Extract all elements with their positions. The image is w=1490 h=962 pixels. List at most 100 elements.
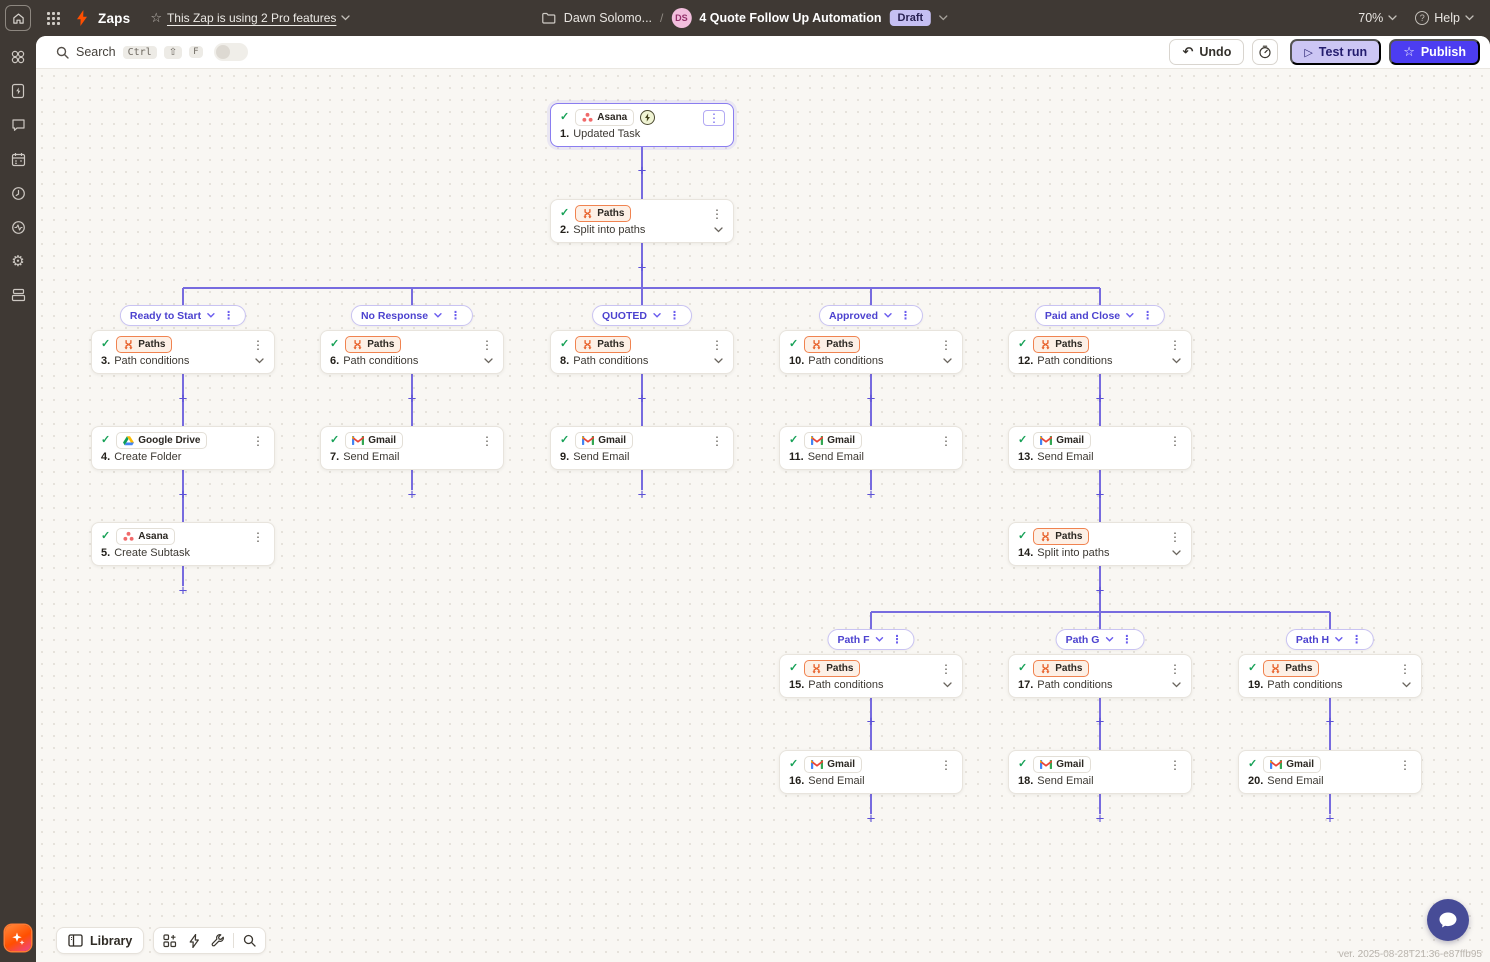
publish-button[interactable]: ☆ Publish (1389, 39, 1480, 65)
add-step-plus-button[interactable]: + (1095, 486, 1105, 504)
add-step-plus-button[interactable]: + (637, 162, 647, 180)
undo-button[interactable]: ↶ Undo (1169, 39, 1245, 65)
search-control[interactable]: Search Ctrl ⇧ F (56, 43, 248, 61)
path-menu-button[interactable]: ⋮ (223, 309, 235, 322)
path-label-no-response[interactable]: No Response⋮ (350, 305, 474, 326)
chevron-down-icon[interactable] (1126, 313, 1134, 318)
flow-node-1[interactable]: ✓Asana⋮1.Updated Task (550, 103, 734, 147)
chevron-down-icon[interactable] (884, 313, 892, 318)
history-icon[interactable] (9, 184, 27, 202)
node-menu-button[interactable]: ⋮ (1169, 433, 1181, 448)
node-expand-button[interactable] (943, 681, 954, 688)
canvas-icon[interactable] (9, 48, 27, 66)
chevron-down-icon[interactable] (207, 313, 215, 318)
pro-features-menu[interactable]: ☆ This Zap is using 2 Pro features (150, 11, 351, 26)
flow-node-16[interactable]: ✓Gmail⋮16.Send Email (779, 750, 963, 794)
home-button[interactable] (5, 5, 31, 31)
node-menu-button[interactable]: ⋮ (252, 337, 264, 352)
status-icon[interactable] (9, 218, 27, 236)
support-chat-button[interactable] (1427, 899, 1469, 941)
flow-node-20[interactable]: ✓Gmail⋮20.Send Email (1238, 750, 1422, 794)
add-step-plus-button[interactable]: + (637, 259, 647, 277)
zap-template-icon[interactable] (9, 82, 27, 100)
add-step-plus-button[interactable]: + (178, 486, 188, 504)
flow-node-4[interactable]: ✓Google Drive⋮4.Create Folder (91, 426, 275, 470)
chevron-down-icon[interactable] (1335, 637, 1343, 642)
trigger-bolt-icon[interactable] (182, 929, 206, 952)
ai-copilot-button[interactable] (5, 925, 31, 951)
flow-node-15[interactable]: ✓Paths⋮15.Path conditions (779, 654, 963, 698)
flow-node-12[interactable]: ✓Paths⋮12.Path conditions (1008, 330, 1192, 374)
node-expand-button[interactable] (714, 357, 725, 364)
node-menu-button[interactable]: ⋮ (252, 529, 264, 544)
node-expand-button[interactable] (255, 357, 266, 364)
add-step-plus-button[interactable]: + (866, 713, 876, 731)
add-step-plus-button[interactable]: + (637, 390, 647, 408)
path-menu-button[interactable]: ⋮ (450, 309, 462, 322)
node-menu-button[interactable]: ⋮ (703, 109, 725, 126)
add-step-plus-button[interactable]: + (1095, 713, 1105, 731)
add-step-plus-button[interactable]: + (866, 390, 876, 408)
path-label-path-g[interactable]: Path G⋮ (1055, 629, 1145, 650)
add-step-plus-button[interactable]: + (407, 390, 417, 408)
path-label-path-f[interactable]: Path F⋮ (827, 629, 915, 650)
zoom-level-control[interactable]: 70% (1358, 11, 1397, 25)
node-menu-button[interactable]: ⋮ (1399, 757, 1411, 772)
path-label-paid-and-close[interactable]: Paid and Close⋮ (1034, 305, 1166, 326)
flow-node-3[interactable]: ✓Paths⋮3.Path conditions (91, 330, 275, 374)
search-canvas-icon[interactable] (237, 929, 261, 952)
flow-node-17[interactable]: ✓Paths⋮17.Path conditions (1008, 654, 1192, 698)
node-menu-button[interactable]: ⋮ (1169, 529, 1181, 544)
toggle-switch[interactable] (213, 43, 248, 61)
add-step-plus-button[interactable]: + (1095, 810, 1105, 828)
flow-node-9[interactable]: ✓Gmail⋮9.Send Email (550, 426, 734, 470)
chevron-down-icon[interactable] (653, 313, 661, 318)
flow-node-14[interactable]: ✓Paths⋮14.Split into paths (1008, 522, 1192, 566)
node-menu-button[interactable]: ⋮ (940, 757, 952, 772)
node-menu-button[interactable]: ⋮ (711, 206, 723, 221)
add-step-plus-button[interactable]: + (1325, 810, 1335, 828)
chevron-down-icon[interactable] (875, 637, 884, 642)
add-step-plus-button[interactable]: + (1095, 390, 1105, 408)
node-menu-button[interactable]: ⋮ (940, 337, 952, 352)
flow-node-5[interactable]: ✓Asana⋮5.Create Subtask (91, 522, 275, 566)
path-label-ready-to-start[interactable]: Ready to Start⋮ (119, 305, 247, 326)
path-label-quoted[interactable]: QUOTED⋮ (592, 305, 692, 326)
add-step-plus-button[interactable]: + (866, 810, 876, 828)
flow-node-7[interactable]: ✓Gmail⋮7.Send Email (320, 426, 504, 470)
node-expand-button[interactable] (1172, 549, 1183, 556)
add-step-plus-button[interactable]: + (637, 486, 647, 504)
test-run-button[interactable]: ▷ Test run (1290, 39, 1382, 65)
calendar-icon[interactable] (9, 150, 27, 168)
node-expand-button[interactable] (1172, 357, 1183, 364)
node-menu-button[interactable]: ⋮ (940, 661, 952, 676)
node-expand-button[interactable] (1172, 681, 1183, 688)
path-menu-button[interactable]: ⋮ (891, 633, 903, 646)
add-step-plus-button[interactable]: + (1095, 582, 1105, 600)
node-expand-button[interactable] (943, 357, 954, 364)
node-expand-button[interactable] (484, 357, 495, 364)
node-menu-button[interactable]: ⋮ (711, 433, 723, 448)
node-menu-button[interactable]: ⋮ (711, 337, 723, 352)
flow-node-2[interactable]: ✓Paths⋮2.Split into paths (550, 199, 734, 243)
node-expand-button[interactable] (1402, 681, 1413, 688)
node-menu-button[interactable]: ⋮ (481, 337, 493, 352)
add-step-plus-button[interactable]: + (178, 582, 188, 600)
run-history-button[interactable] (1252, 39, 1279, 65)
add-step-plus-button[interactable]: + (1325, 713, 1335, 731)
chat-icon[interactable] (9, 116, 27, 134)
add-step-plus-button[interactable]: + (178, 390, 188, 408)
flow-node-18[interactable]: ✓Gmail⋮18.Send Email (1008, 750, 1192, 794)
node-menu-button[interactable]: ⋮ (1169, 757, 1181, 772)
gear-icon[interactable]: ⚙ (11, 251, 25, 270)
help-menu[interactable]: ? Help (1415, 11, 1474, 25)
add-step-plus-button[interactable]: + (407, 486, 417, 504)
node-menu-button[interactable]: ⋮ (1169, 337, 1181, 352)
folder-breadcrumb[interactable]: Dawn Solomo... (563, 11, 653, 25)
path-menu-button[interactable]: ⋮ (1142, 309, 1154, 322)
node-menu-button[interactable]: ⋮ (940, 433, 952, 448)
app-launcher-icon[interactable] (47, 11, 60, 25)
add-step-icon[interactable] (158, 929, 182, 952)
node-menu-button[interactable]: ⋮ (1169, 661, 1181, 676)
tools-wrench-icon[interactable] (206, 929, 230, 952)
